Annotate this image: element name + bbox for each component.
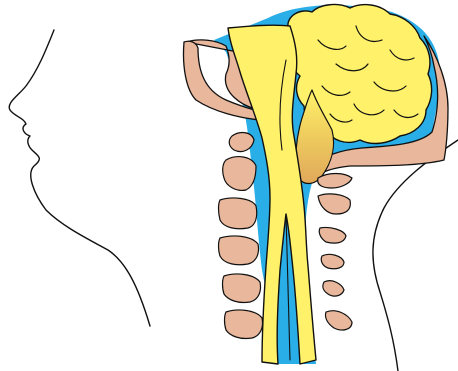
vertebra-c6 [225,310,263,339]
vertebra-c2 [223,157,256,191]
spinous-process-1 [318,174,352,189]
spinous-process-2 [318,194,350,214]
spinous-process-4 [321,254,344,268]
spinous-process-6 [325,311,352,330]
spinous-process-5 [323,281,344,296]
vertebra-c4 [219,236,259,265]
neck-back-outline [373,140,458,371]
vertebra-c3 [219,198,257,229]
face-profile [9,30,150,326]
spinous-processes [318,174,352,331]
vertebra-c5 [223,274,261,303]
spinous-process-3 [319,227,346,243]
